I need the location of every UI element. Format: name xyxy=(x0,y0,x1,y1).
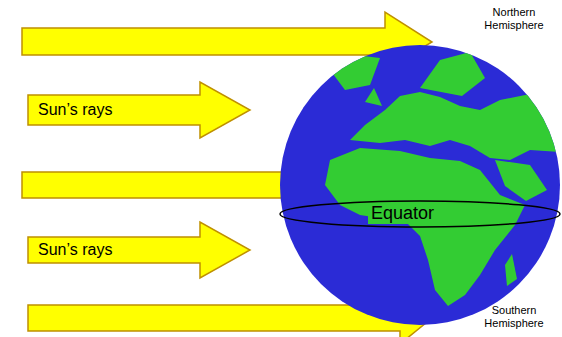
arrow-text: Sun’s rays xyxy=(38,101,112,119)
hemisphere-label: Northern Hemisphere xyxy=(469,6,559,31)
globe xyxy=(280,45,560,325)
ray-arrow: Sun’s rays xyxy=(28,82,250,138)
continents xyxy=(325,52,560,306)
equator-line xyxy=(280,201,560,227)
arrow-outline xyxy=(28,82,250,138)
equator-label: Equator xyxy=(368,203,437,224)
hemisphere-label: Southern Hemisphere xyxy=(469,304,559,329)
arrow-text: Sun’s rays xyxy=(38,241,112,259)
ray-arrow: Sun’s rays xyxy=(28,222,250,278)
arrow-outline xyxy=(28,222,250,278)
